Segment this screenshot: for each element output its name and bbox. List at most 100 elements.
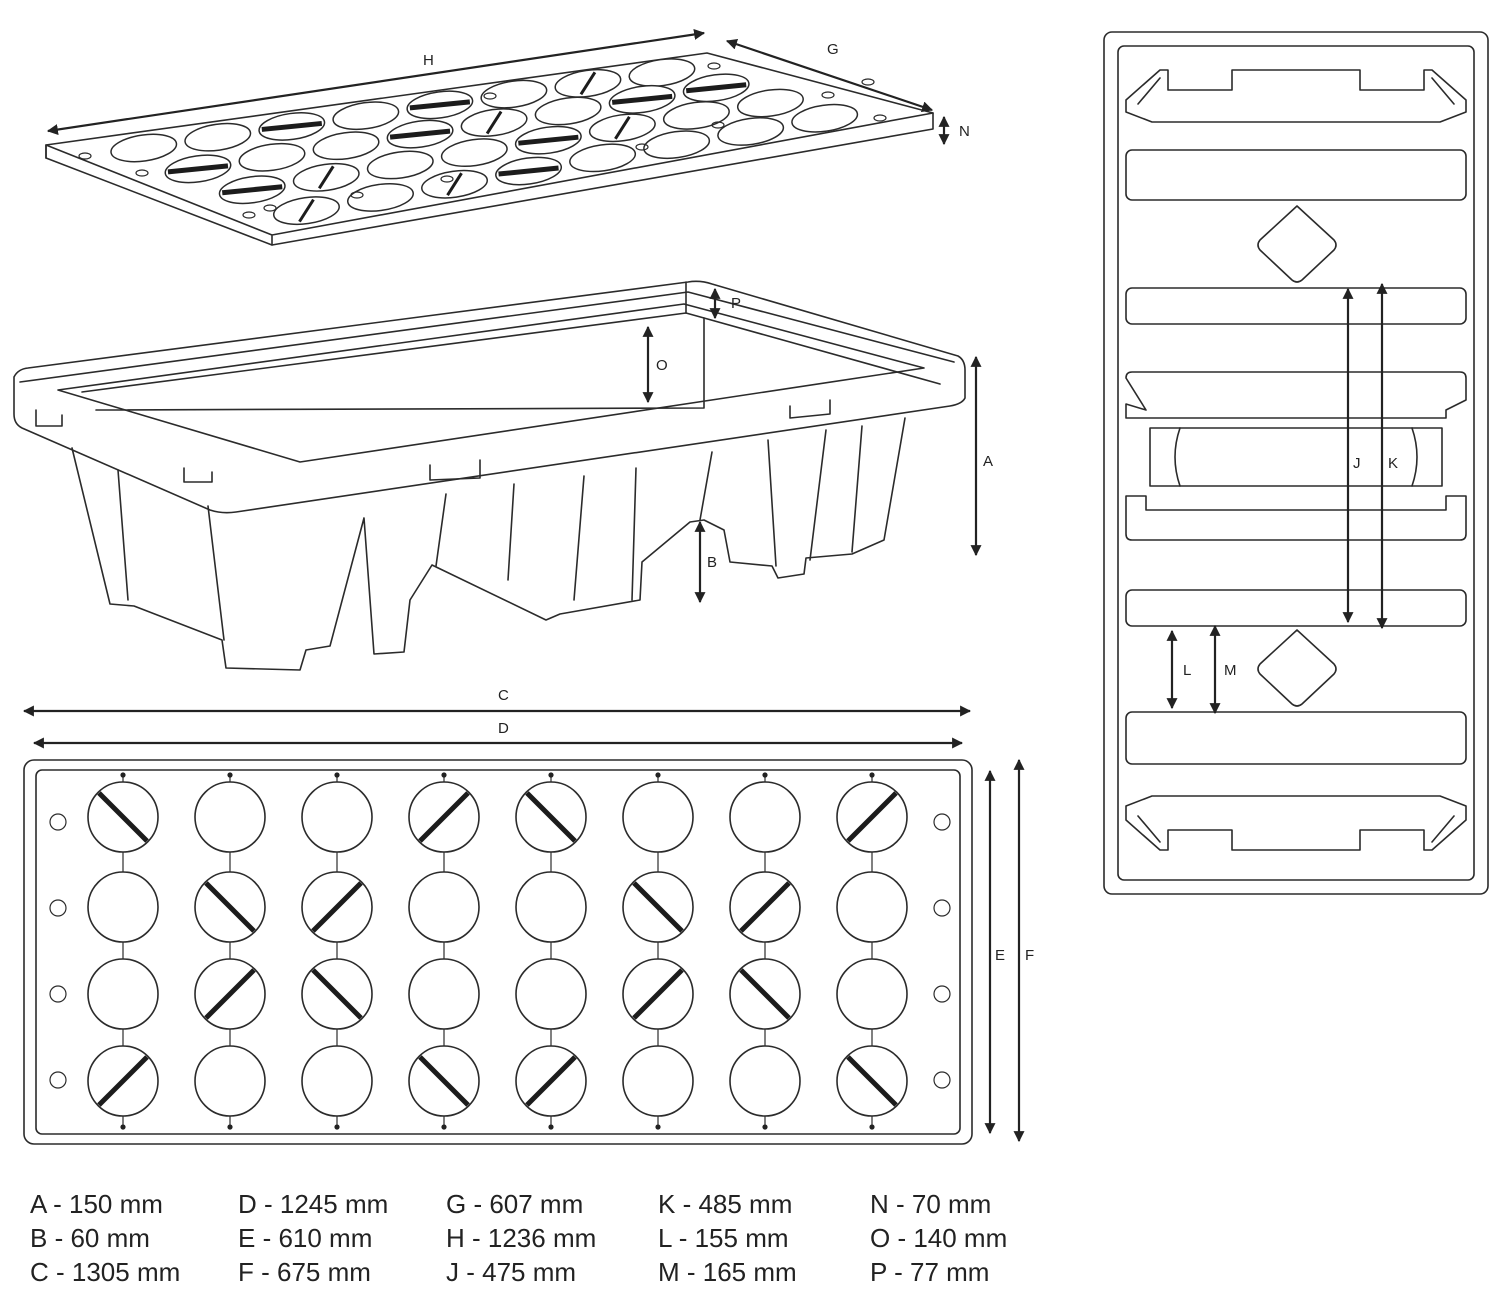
connector-dot: [869, 772, 875, 778]
drain-hole: [87, 871, 159, 943]
drain-hole: [622, 781, 694, 853]
lid-hole: [312, 131, 380, 161]
drain-hole: [515, 871, 587, 943]
dimension-legend: A - 150 mm D - 1245 mm G - 607 mm K - 48…: [30, 1188, 1070, 1288]
legend-item: O - 140 mm: [870, 1223, 1008, 1253]
legend-item: M - 165 mm: [658, 1257, 797, 1287]
connector-dot: [655, 1124, 661, 1130]
drain-hole: [836, 871, 908, 943]
hole-cap: [311, 968, 363, 1020]
drain-hole: [836, 781, 908, 853]
legend-item: F - 675 mm: [238, 1257, 371, 1287]
drain-hole: [87, 781, 159, 853]
mounting-hole: [933, 1071, 951, 1089]
lid-cap: [518, 134, 579, 146]
drain-hole: [301, 871, 373, 943]
lid-hole: [628, 58, 696, 87]
connector-dot: [869, 1124, 875, 1130]
lid-screw-hole: [821, 91, 835, 99]
dimension-lines: [22, 29, 1388, 1143]
legend-item: K - 485 mm: [658, 1189, 793, 1219]
drain-hole: [194, 781, 266, 853]
hole-cap: [632, 881, 684, 933]
drain-hole: [836, 958, 908, 1030]
drain-hole: [622, 871, 694, 943]
lid-hole: [569, 143, 637, 173]
label-p: P: [731, 295, 741, 312]
tray-perspective-view: [13, 280, 966, 671]
legend-item: N - 70 mm: [870, 1189, 992, 1219]
drain-hole: [194, 1045, 266, 1117]
tray-bottom-view: [1103, 31, 1489, 895]
hole-cap: [418, 1055, 470, 1107]
connector-dot: [762, 772, 768, 778]
drain-hole: [87, 958, 159, 1030]
dimension-labels: H G N P O A B C D E F J K L M: [423, 41, 1398, 964]
legend-item: E - 610 mm: [238, 1223, 373, 1253]
lid-screw-hole: [135, 169, 149, 177]
drain-hole: [87, 1045, 159, 1117]
mounting-hole: [933, 899, 951, 917]
hole-cap: [739, 881, 791, 933]
drain-hole: [301, 781, 373, 853]
lid-hole: [791, 103, 859, 133]
hole-cap: [632, 968, 684, 1020]
label-o: O: [656, 357, 668, 374]
label-k: K: [1388, 455, 1398, 472]
legend-item: L - 155 mm: [658, 1223, 789, 1253]
connector-dot: [334, 772, 340, 778]
label-l: L: [1183, 662, 1191, 679]
lid-hole: [736, 88, 804, 118]
lid-hole: [534, 96, 602, 126]
connector-dot: [120, 772, 126, 778]
hole-cap: [739, 968, 791, 1020]
drain-hole: [408, 1045, 480, 1117]
drain-hole: [408, 871, 480, 943]
lid-screw-hole: [78, 152, 92, 160]
mounting-hole: [933, 985, 951, 1003]
hole-cap: [525, 791, 577, 843]
connector-dot: [227, 1124, 233, 1130]
connector-dot: [441, 772, 447, 778]
drain-hole: [194, 871, 266, 943]
lid-screw-hole: [263, 204, 277, 212]
connector-dot: [227, 772, 233, 778]
lid-screw-hole: [873, 114, 887, 122]
label-e: E: [995, 947, 1005, 964]
mounting-hole: [49, 899, 67, 917]
lid-cap: [317, 165, 335, 190]
lid-screw-hole: [711, 121, 725, 129]
drain-hole: [622, 958, 694, 1030]
connector-dot: [441, 1124, 447, 1130]
lid-hole: [238, 142, 306, 172]
legend-item: J - 475 mm: [446, 1257, 577, 1287]
legend-item: H - 1236 mm: [446, 1223, 597, 1253]
hole-cap: [97, 1055, 149, 1107]
drain-hole: [301, 1045, 373, 1117]
connector-dot: [334, 1124, 340, 1130]
drain-hole: [515, 1045, 587, 1117]
drain-hole: [301, 958, 373, 1030]
hole-cap: [525, 1055, 577, 1107]
lid-cap: [446, 172, 463, 197]
lid-hole: [110, 133, 178, 163]
connector-dot: [655, 772, 661, 778]
lid-hole: [440, 138, 508, 167]
lid-screw-hole: [635, 143, 649, 151]
lid-hole: [347, 183, 414, 212]
dim-g-line: [725, 38, 934, 113]
drain-hole: [515, 958, 587, 1030]
hole-cap: [97, 791, 149, 843]
drain-hole: [622, 1045, 694, 1117]
mounting-hole: [49, 1071, 67, 1089]
legend-item: P - 77 mm: [870, 1257, 990, 1287]
legend-item: G - 607 mm: [446, 1189, 584, 1219]
lid-perspective-view: [45, 52, 934, 246]
lid-cap: [298, 198, 315, 223]
mounting-hole: [933, 813, 951, 831]
label-h: H: [423, 52, 434, 69]
lid-hole: [717, 117, 785, 146]
mounting-hole: [49, 813, 67, 831]
lid-screw-hole: [861, 78, 875, 86]
lid-screw-hole: [350, 191, 364, 199]
